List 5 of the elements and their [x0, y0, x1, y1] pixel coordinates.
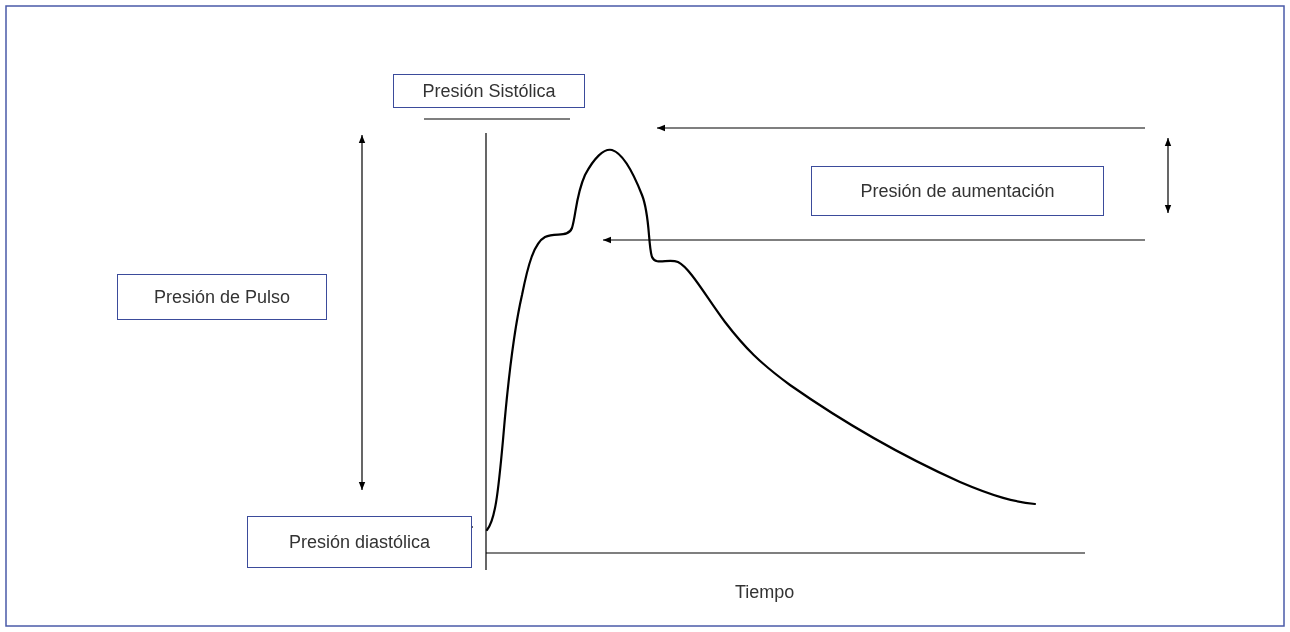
label-box: Presión diastólica [247, 516, 472, 568]
label-box: Presión de aumentación [811, 166, 1104, 216]
label-box: Presión Sistólica [393, 74, 585, 108]
axis-label: Tiempo [735, 582, 795, 603]
label-box: Presión de Pulso [117, 274, 327, 320]
